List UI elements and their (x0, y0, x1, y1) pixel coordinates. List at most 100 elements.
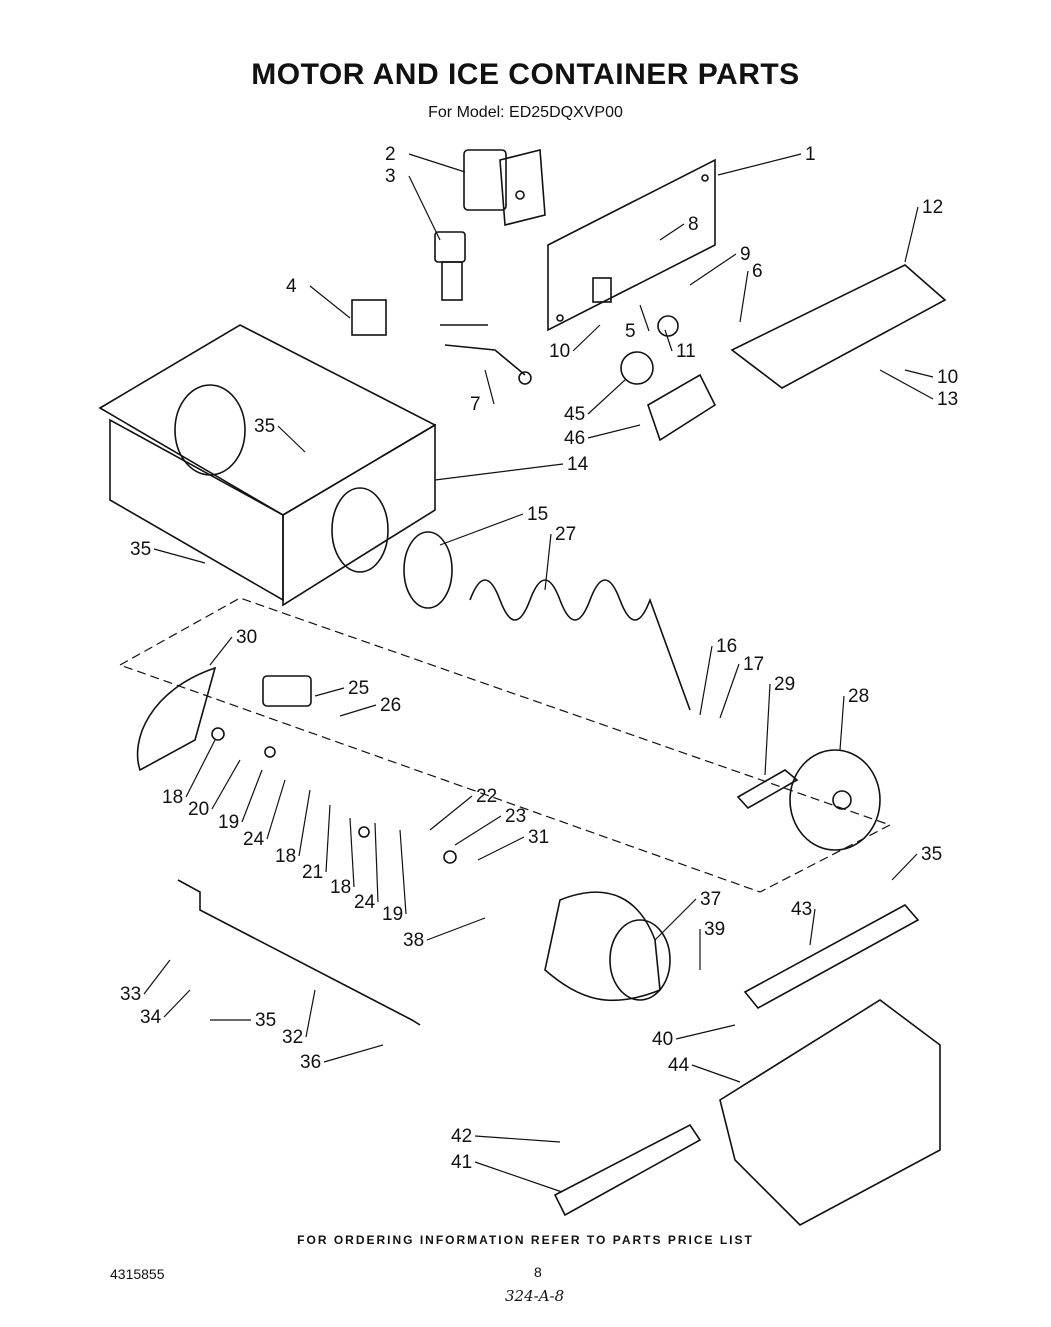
callout-leader-line (654, 898, 697, 941)
solenoid-part (434, 231, 466, 301)
callout-label-40: 40 (652, 1029, 673, 1050)
callout-leader-line (891, 853, 918, 881)
callout-label-24: 24 (354, 892, 376, 913)
callout-label-5: 5 (625, 321, 636, 342)
callout-label-23: 23 (505, 806, 526, 827)
model-subtitle: For Model: ED25DQXVP00 (428, 104, 623, 121)
handwritten-note: 324-A-8 (505, 1287, 565, 1305)
auger-motor-part (463, 148, 546, 227)
callout-label-36: 36 (300, 1052, 321, 1073)
callout-label-18: 18 (275, 846, 296, 867)
top-cover (730, 264, 947, 389)
callout-leader-line (211, 759, 241, 810)
cam-linkage-parts (211, 675, 457, 864)
front-panels (553, 903, 941, 1226)
callout-leader-line (544, 533, 552, 591)
lamp-assembly (620, 315, 717, 442)
callout-label-7: 7 (470, 394, 481, 415)
callout-leader-line (163, 989, 191, 1018)
callout-leader-line (904, 206, 919, 263)
assembly-plane (118, 597, 892, 893)
callout-leader-line (434, 463, 564, 481)
callout-label-22: 22 (476, 786, 497, 807)
callout-label-26: 26 (380, 695, 401, 716)
page-title: MOTOR AND ICE CONTAINER PARTS (251, 58, 800, 91)
callout-label-19: 19 (218, 812, 239, 833)
callout-leader-line (349, 817, 355, 888)
callout-leader-line (325, 804, 331, 873)
callout-label-16: 16 (716, 636, 737, 657)
callout-label-39: 39 (704, 919, 725, 940)
callout-label-3: 3 (385, 166, 396, 187)
callout-label-14: 14 (567, 454, 589, 475)
callout-leader-line (323, 1044, 384, 1063)
callout-leader-line (277, 425, 306, 453)
callout-leader-line (739, 270, 749, 323)
callout-label-24: 24 (243, 829, 265, 850)
callout-label-10: 10 (937, 367, 958, 388)
callout-label-27: 27 (555, 524, 576, 545)
callout-leader-line (699, 645, 713, 716)
auger-and-spring (403, 531, 691, 711)
callout-leader-line (408, 175, 441, 241)
callout-label-30: 30 (236, 627, 257, 648)
callout-leader-line (314, 687, 345, 697)
callout-label-35: 35 (921, 844, 942, 865)
drive-motor (544, 891, 671, 1002)
callout-label-2: 2 (385, 144, 396, 165)
callout-leader-line (429, 795, 473, 831)
callout-leader-line (664, 329, 673, 352)
callout-leader-line (484, 369, 495, 405)
ice-container (98, 324, 437, 607)
callout-leader-line (439, 513, 524, 546)
fan-assembly (736, 749, 881, 851)
callout-label-35: 35 (254, 416, 275, 437)
callout-label-12: 12 (922, 197, 943, 218)
callout-leader-line (143, 959, 171, 995)
document-number: 4315855 (110, 1266, 165, 1282)
callout-label-35: 35 (130, 539, 151, 560)
callout-label-29: 29 (774, 674, 795, 695)
callout-leader-line (809, 908, 816, 946)
callout-label-34: 34 (140, 1007, 162, 1028)
callout-label-25: 25 (348, 678, 369, 699)
callout-label-9: 9 (740, 244, 751, 265)
callout-label-11: 11 (676, 341, 696, 362)
callout-label-15: 15 (527, 504, 548, 525)
deflector-part (136, 666, 217, 772)
callout-leader-line (408, 153, 466, 173)
callout-leader-line (426, 917, 486, 941)
callout-leader-line (587, 424, 641, 439)
callout-leader-line (639, 304, 650, 332)
callout-label-32: 32 (282, 1027, 303, 1048)
page-number: 8 (534, 1264, 542, 1280)
callout-leader-line (675, 1024, 736, 1040)
switch-and-harness (351, 299, 532, 385)
callout-label-38: 38 (403, 930, 424, 951)
callout-leader-line (689, 253, 737, 286)
callout-label-44: 44 (668, 1055, 690, 1076)
callout-leader-line (477, 836, 525, 861)
callout-leader-line (691, 1064, 741, 1083)
callout-leader-line (305, 989, 316, 1038)
callout-label-20: 20 (188, 799, 209, 820)
callout-label-6: 6 (752, 261, 763, 282)
callout-label-43: 43 (791, 899, 812, 920)
callout-leader-line (153, 548, 206, 564)
callout-label-42: 42 (451, 1126, 472, 1147)
callout-label-35: 35 (255, 1010, 276, 1031)
mounting-plate (547, 158, 716, 332)
callout-label-33: 33 (120, 984, 141, 1005)
callout-label-18: 18 (330, 877, 351, 898)
callout-leader-line (298, 789, 311, 857)
callout-label-41: 41 (451, 1152, 472, 1173)
callout-leader-line (266, 779, 286, 840)
callout-label-10: 10 (549, 341, 570, 362)
callout-label-4: 4 (286, 276, 297, 297)
callout-label-46: 46 (564, 428, 585, 449)
callout-leader-line (399, 829, 407, 915)
callout-label-19: 19 (382, 904, 403, 925)
callout-leader-line (659, 223, 685, 241)
